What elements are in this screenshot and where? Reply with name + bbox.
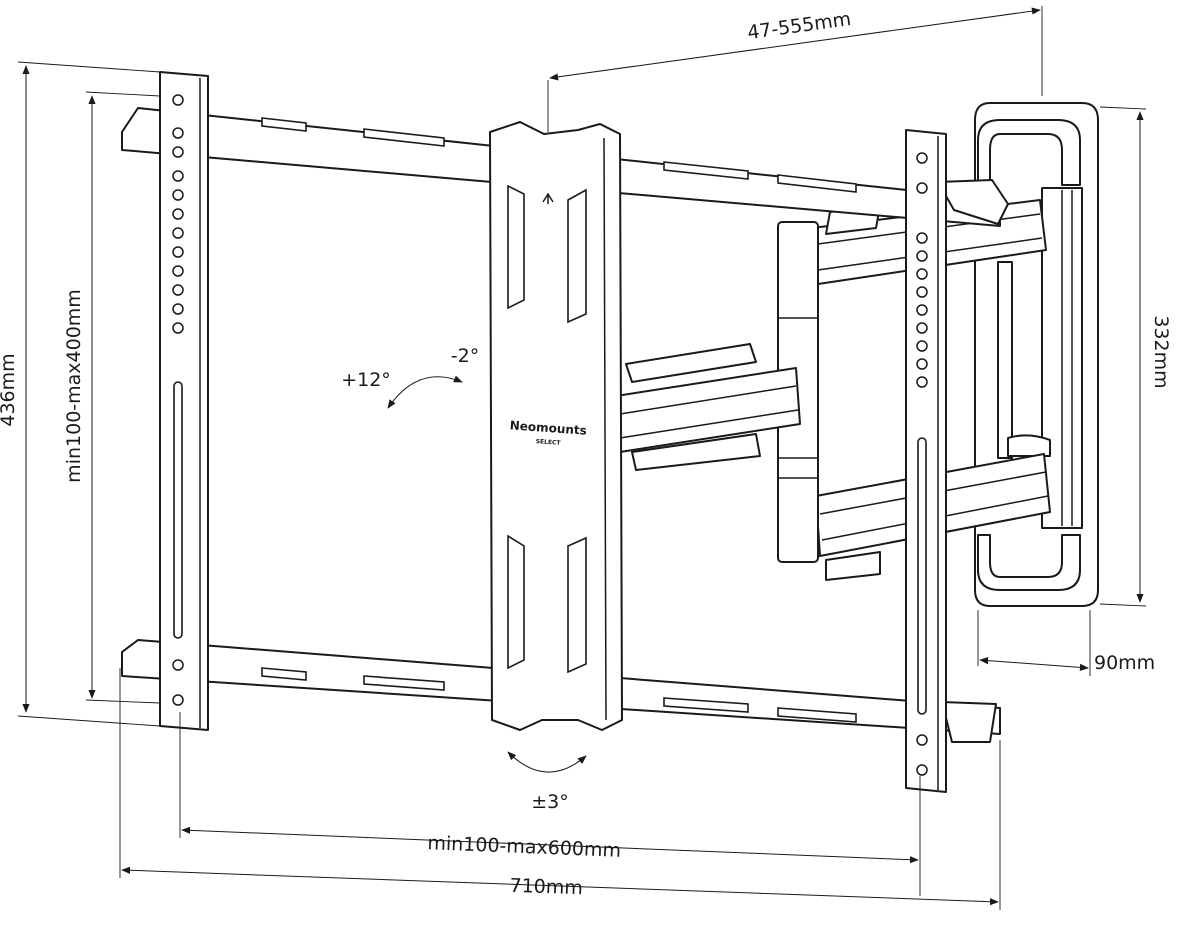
wall-depth-label: 90mm	[1094, 652, 1155, 674]
brand-logo-text: Neomounts	[509, 418, 587, 437]
tilt-up-label: +12°	[341, 369, 391, 391]
wall-plate-height-label: 332mm	[1150, 315, 1172, 388]
wall-plate	[974, 102, 1099, 607]
tilt-down-label: -2°	[451, 345, 479, 367]
dimension-total-height: 436mm	[0, 61, 161, 727]
dimension-wall-plate-height: 332mm	[1099, 106, 1172, 607]
dimension-arm-extension: 47-555mm	[547, 6, 1043, 132]
right-vertical-strip	[905, 129, 947, 793]
vesa-vertical-label: min100-max400mm	[63, 289, 85, 483]
dimension-wall-depth: 90mm	[977, 610, 1155, 676]
dimension-vesa-vertical: min100-max400mm	[63, 91, 161, 704]
rotation-indicator: ±3°	[507, 751, 587, 813]
dimension-total-width: 710mm	[119, 668, 1001, 910]
total-height-label: 436mm	[0, 353, 19, 426]
vesa-horizontal-label: min100-max600mm	[427, 832, 621, 862]
total-width-label: 710mm	[509, 875, 583, 900]
tilt-indicator: +12° -2°	[341, 345, 479, 409]
brand-sub-text: SELECT	[535, 438, 561, 447]
rotation-label: ±3°	[531, 791, 569, 813]
left-vertical-strip	[159, 71, 209, 731]
center-bracket: Neomounts SELECT	[489, 121, 623, 731]
